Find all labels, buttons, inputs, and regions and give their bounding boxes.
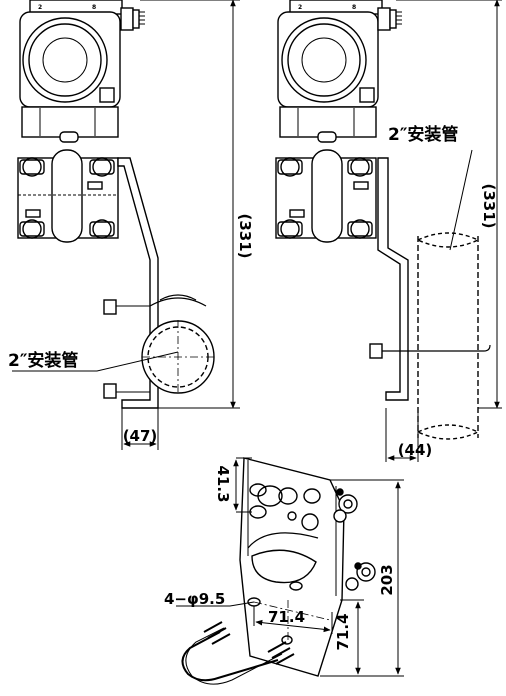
right-height-dimension [396,0,502,409]
dim-203-label: 203 [378,564,396,595]
left-pipe-section [141,294,215,394]
right-pipe-section [417,232,480,440]
left-view: 2 8 [12,0,240,450]
left-height-dimension [140,0,240,409]
bracket-u-bolt [181,621,295,685]
right-view: 2 8 [275,0,502,462]
bracket-detail-view [176,457,404,685]
left-flange-assembly [17,149,119,243]
dim-71-4-vertical-label: 71.4 [334,613,352,650]
left-height-label: (331) [236,213,254,258]
right-mounting-bracket [369,157,491,401]
dim-hole-label: 4−φ9.5 [164,590,225,608]
right-width-label: (44) [398,441,433,459]
dim-71-4-horizontal-label: 71.4 [268,608,305,626]
dim-71-4-horizontal [253,606,333,634]
left-pipe-leader [12,351,179,372]
right-transmitter-housing: 2 8 [277,0,402,143]
right-terminal-a: 2 [298,4,302,11]
bracket-back-plate [239,457,345,677]
left-width-label: (47) [123,427,158,445]
right-pipe-label: 2″安装管 [388,124,458,145]
left-transmitter-housing: 2 8 [19,0,145,143]
left-width-dimension [121,408,159,450]
dim-41-3-label: 41.3 [214,465,232,502]
right-pipe-leader [449,149,473,251]
left-terminal-a: 2 [38,4,42,11]
bracket-nuts [333,488,376,591]
right-flange-assembly [275,149,377,243]
left-pipe-label: 2″安装管 [8,350,78,371]
right-terminal-b: 8 [352,4,356,11]
dim-203 [320,479,404,677]
dim-41-3 [233,457,252,513]
right-width-dimension [385,408,419,462]
dim-hole-leader [176,601,255,607]
right-height-label: (331) [480,183,498,228]
left-terminal-b: 8 [92,4,96,11]
